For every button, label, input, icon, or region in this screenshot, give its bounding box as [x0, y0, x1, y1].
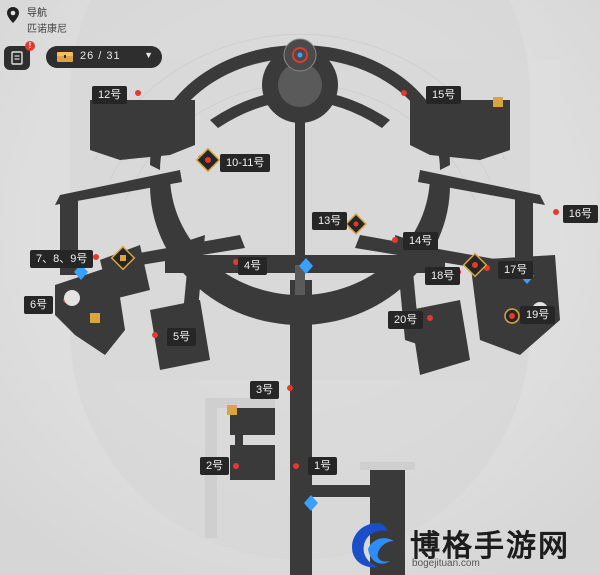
room-label-5[interactable]: 5号: [167, 328, 197, 346]
room-label-4[interactable]: 4号: [238, 257, 268, 275]
location-name: 匹诺康尼: [27, 24, 67, 35]
chest-count: 26 / 31: [80, 50, 121, 62]
room-label-18[interactable]: 18号: [425, 267, 461, 285]
room-label-1[interactable]: 1号: [308, 457, 338, 475]
room-label-20[interactable]: 20号: [388, 311, 424, 329]
chest-counter-dropdown[interactable]: 26 / 31 ▼: [46, 46, 162, 68]
floor-highlights: [278, 63, 322, 295]
quest-button[interactable]: !: [4, 41, 35, 70]
room-label-3[interactable]: 3号: [250, 381, 280, 399]
map-pin-icon: [7, 7, 19, 23]
navigation-title: 导航: [27, 8, 47, 19]
rotunda-emblem-icon: [283, 38, 317, 72]
room-label-19[interactable]: 19号: [520, 306, 556, 324]
floor-structure: [55, 45, 560, 575]
treasure-chest-icon: [57, 52, 73, 62]
watermark: 博格手游网 bogejituan.com: [340, 515, 600, 575]
room-label-16[interactable]: 16号: [562, 205, 598, 223]
watermark-text: 博格手游网: [410, 530, 570, 563]
alert-badge: !: [25, 41, 35, 51]
room-label-15[interactable]: 15号: [426, 86, 462, 104]
room-label-13[interactable]: 13号: [312, 212, 348, 230]
room-label-6[interactable]: 6号: [24, 296, 54, 314]
room-label-14[interactable]: 14号: [403, 232, 439, 250]
room-label-12[interactable]: 12号: [92, 86, 128, 104]
watermark-logo-icon: [352, 523, 394, 568]
navigation-header: 导航 匹诺康尼: [0, 0, 200, 40]
chest-icons[interactable]: [90, 97, 520, 415]
room-label-17[interactable]: 17号: [498, 261, 534, 279]
room-label-2[interactable]: 2号: [200, 457, 230, 475]
watermark-url: bogejituan.com: [412, 558, 480, 569]
clipboard-icon: [11, 51, 23, 65]
room-label-7-8-9[interactable]: 7、8、9号: [30, 250, 94, 268]
room-label-10-11[interactable]: 10-11号: [220, 154, 271, 172]
chevron-down-icon: ▼: [144, 50, 153, 60]
